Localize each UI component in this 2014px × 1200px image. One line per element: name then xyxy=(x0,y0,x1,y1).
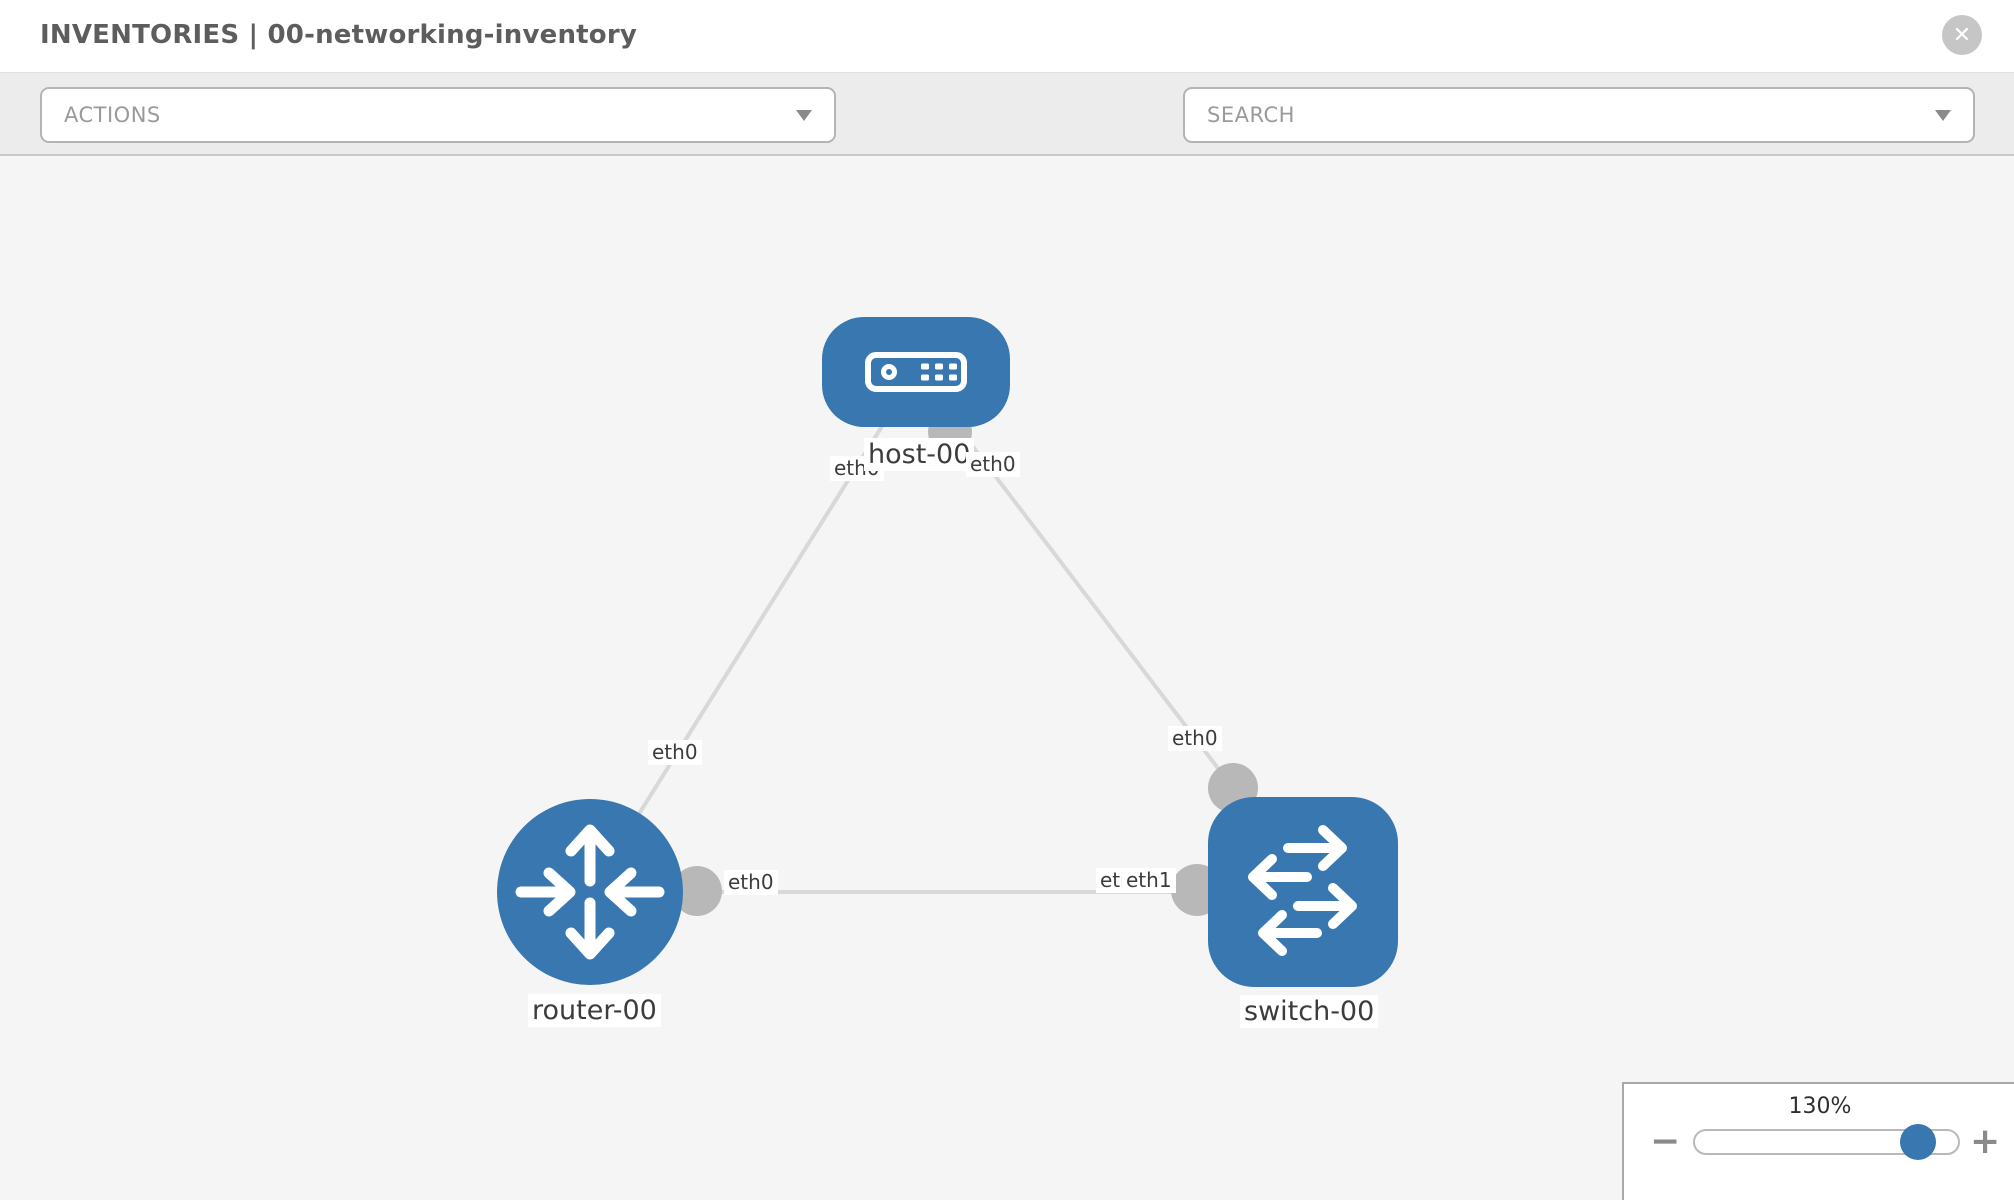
node-router-00[interactable] xyxy=(497,799,683,985)
chevron-down-icon xyxy=(796,110,812,121)
page-title: INVENTORIES | 00-networking-inventory xyxy=(40,20,638,50)
actions-dropdown-label: ACTIONS xyxy=(64,103,161,127)
search-dropdown-label: SEARCH xyxy=(1207,103,1295,127)
switch-icon xyxy=(1248,825,1357,956)
iface-label-router-diag: eth0 xyxy=(648,740,702,765)
zoom-value: 130% xyxy=(1788,1094,1852,1119)
interface-connectors xyxy=(672,410,1258,916)
router-icon xyxy=(515,824,665,960)
iface-label-switch-eth1: eth1 xyxy=(1122,868,1176,893)
topology-links-layer xyxy=(588,370,1303,916)
search-dropdown[interactable]: SEARCH xyxy=(1183,87,1975,143)
node-label-switch-00: switch-00 xyxy=(1240,995,1379,1029)
chevron-down-icon xyxy=(1935,110,1951,121)
zoom-out-button[interactable]: − xyxy=(1650,1121,1681,1162)
header: INVENTORIES | 00-networking-inventory ✕ xyxy=(0,0,2014,72)
zoom-slider-track[interactable] xyxy=(1693,1124,1960,1160)
connector-router-eth0 xyxy=(672,866,722,916)
zoom-slider-knob[interactable] xyxy=(1900,1124,1936,1160)
zoom-control-panel: 130% − + xyxy=(1622,1082,2014,1200)
node-label-host-00: host-00 xyxy=(864,438,975,472)
iface-label-switch-top: eth0 xyxy=(1168,726,1222,751)
topology-canvas[interactable]: eth0 host-00 eth0 eth0 eth0 eth0 eth0 et… xyxy=(0,156,2014,1200)
host-icon xyxy=(865,352,967,392)
iface-label-host-to-switch: eth0 xyxy=(966,452,1020,477)
zoom-in-button[interactable]: + xyxy=(1970,1121,2001,1162)
node-switch-00[interactable] xyxy=(1208,797,1398,987)
node-host-00[interactable] xyxy=(822,317,1010,427)
iface-label-router-horiz: eth0 xyxy=(724,870,778,895)
toolbar: ACTIONS SEARCH xyxy=(0,72,2014,205)
close-button[interactable]: ✕ xyxy=(1942,15,1982,55)
close-icon: ✕ xyxy=(1952,22,1972,48)
actions-dropdown[interactable]: ACTIONS xyxy=(40,87,836,143)
node-label-router-00: router-00 xyxy=(528,994,661,1028)
